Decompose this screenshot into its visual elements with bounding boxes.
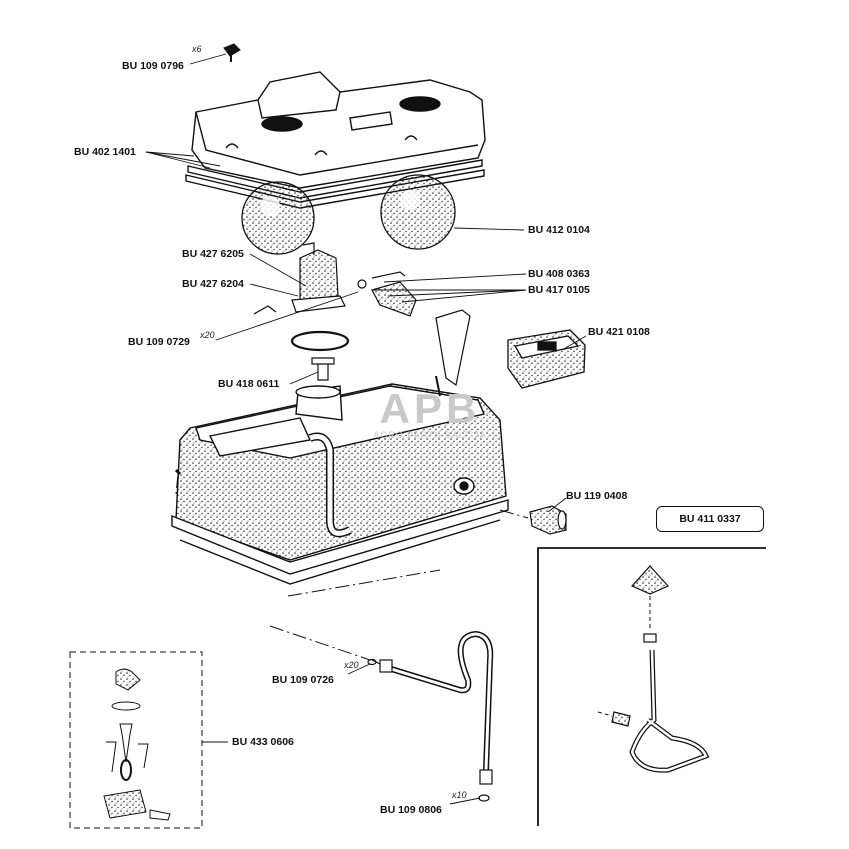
qty-label: x6	[192, 44, 202, 54]
part-label-bu1090726: BU 109 0726	[272, 674, 334, 686]
part-label-bu4120104: BU 412 0104	[528, 224, 590, 236]
part-label-bu4021401: BU 402 1401	[74, 146, 136, 158]
part-label-bu4276205: BU 427 6205	[182, 248, 244, 260]
inset-frame	[537, 547, 766, 826]
qty-label: x10	[452, 790, 467, 800]
part-label-bu4110337: BU 411 0337	[679, 513, 741, 525]
drain-pipe	[367, 630, 494, 802]
part-label-bu1090806: BU 109 0806	[380, 804, 442, 816]
float-balls	[241, 174, 456, 255]
part-label-bu1190408: BU 119 0408	[566, 490, 628, 502]
part-label-bu4210108: BU 421 0108	[588, 326, 650, 338]
part-label-box: BU 411 0337	[656, 506, 764, 532]
part-label-bu4330606: BU 433 0606	[232, 736, 294, 748]
tank-body	[171, 383, 509, 585]
leader-lines	[145, 53, 587, 805]
qty-label: x20	[200, 330, 215, 340]
valve-assembly	[253, 242, 471, 387]
part-label-bu4080363: BU 408 0363	[528, 268, 590, 280]
part-label-bu1090729: BU 109 0729	[128, 336, 190, 348]
part-label-bu4276204: BU 427 6204	[182, 278, 244, 290]
part-label-bu4180611: BU 418 0611	[218, 378, 280, 390]
qty-label: x20	[344, 660, 359, 670]
screw-icon	[223, 43, 241, 62]
outlet-fitting	[529, 505, 567, 535]
kit-box	[69, 651, 203, 829]
cap-part	[507, 329, 586, 389]
part-label-bu1090796: BU 109 0796	[122, 60, 184, 72]
part-label-bu4170105: BU 417 0105	[528, 284, 590, 296]
